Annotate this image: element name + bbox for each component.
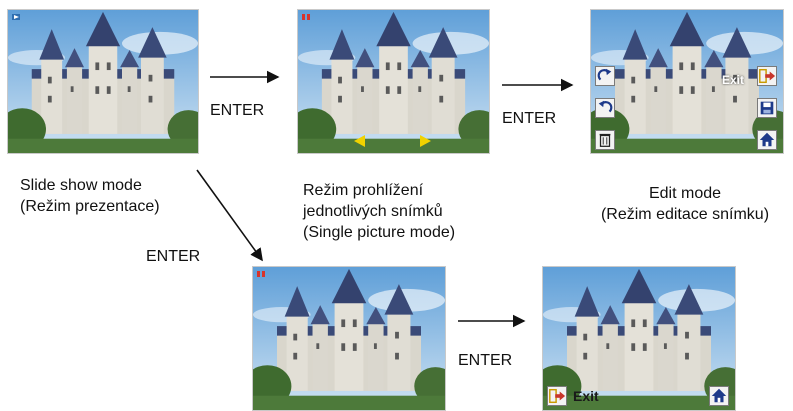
edit-caption-line-2: (Režim editace snímku) xyxy=(600,206,770,223)
home-icon[interactable] xyxy=(757,130,777,150)
trash-icon[interactable] xyxy=(595,130,615,150)
slideshow-caption-line-1: Slide show mode xyxy=(20,177,142,194)
slideshow-screen xyxy=(7,9,199,154)
single-caption-line-1: Režim prohlížení xyxy=(303,182,424,199)
castle-photo xyxy=(253,267,445,410)
single-caption-line-2: jednotlivých snímků xyxy=(303,203,443,220)
rotate-right-icon[interactable] xyxy=(595,66,615,86)
pause-badge-icon xyxy=(257,271,265,277)
enter-label-1: ENTER xyxy=(210,102,265,119)
slideshow-badge-icon xyxy=(12,14,20,20)
exit-label: Exit xyxy=(573,388,599,404)
home-icon[interactable] xyxy=(709,386,729,406)
enter-label-4: ENTER xyxy=(458,352,513,369)
exit-icon[interactable] xyxy=(547,386,567,406)
castle-photo xyxy=(591,10,783,153)
castle-photo xyxy=(298,10,489,153)
pause-badge-icon xyxy=(302,14,310,20)
save-icon[interactable] xyxy=(757,98,777,118)
slideshow-caption-line-2: (Režim prezentace) xyxy=(20,198,160,215)
rotate-left-icon[interactable] xyxy=(595,98,615,118)
castle-photo xyxy=(8,10,198,153)
enter-label-3: ENTER xyxy=(146,248,201,265)
single-picture-caption: Režim prohlížení jednotlivých snímků (Si… xyxy=(303,180,455,243)
exit-icon[interactable] xyxy=(757,66,777,86)
single-picture-screen-2 xyxy=(252,266,446,411)
next-arrow-icon[interactable] xyxy=(420,135,431,147)
edit-mode-screen: Exit xyxy=(590,9,784,154)
exit-label: Exit xyxy=(722,73,745,87)
previous-arrow-icon[interactable] xyxy=(354,135,365,147)
edit-mode-caption: Edit mode (Režim editace snímku) xyxy=(580,183,790,225)
single-caption-line-3: (Single picture mode) xyxy=(303,224,456,241)
enter-label-2: ENTER xyxy=(502,110,557,127)
single-picture-screen xyxy=(297,9,490,154)
exit-screen: Exit xyxy=(542,266,736,411)
slideshow-caption: Slide show mode (Režim prezentace) xyxy=(20,175,160,217)
castle-photo xyxy=(543,267,735,410)
arrow-slideshow-to-bottom xyxy=(196,169,263,262)
edit-caption-line-1: Edit mode xyxy=(648,185,722,202)
